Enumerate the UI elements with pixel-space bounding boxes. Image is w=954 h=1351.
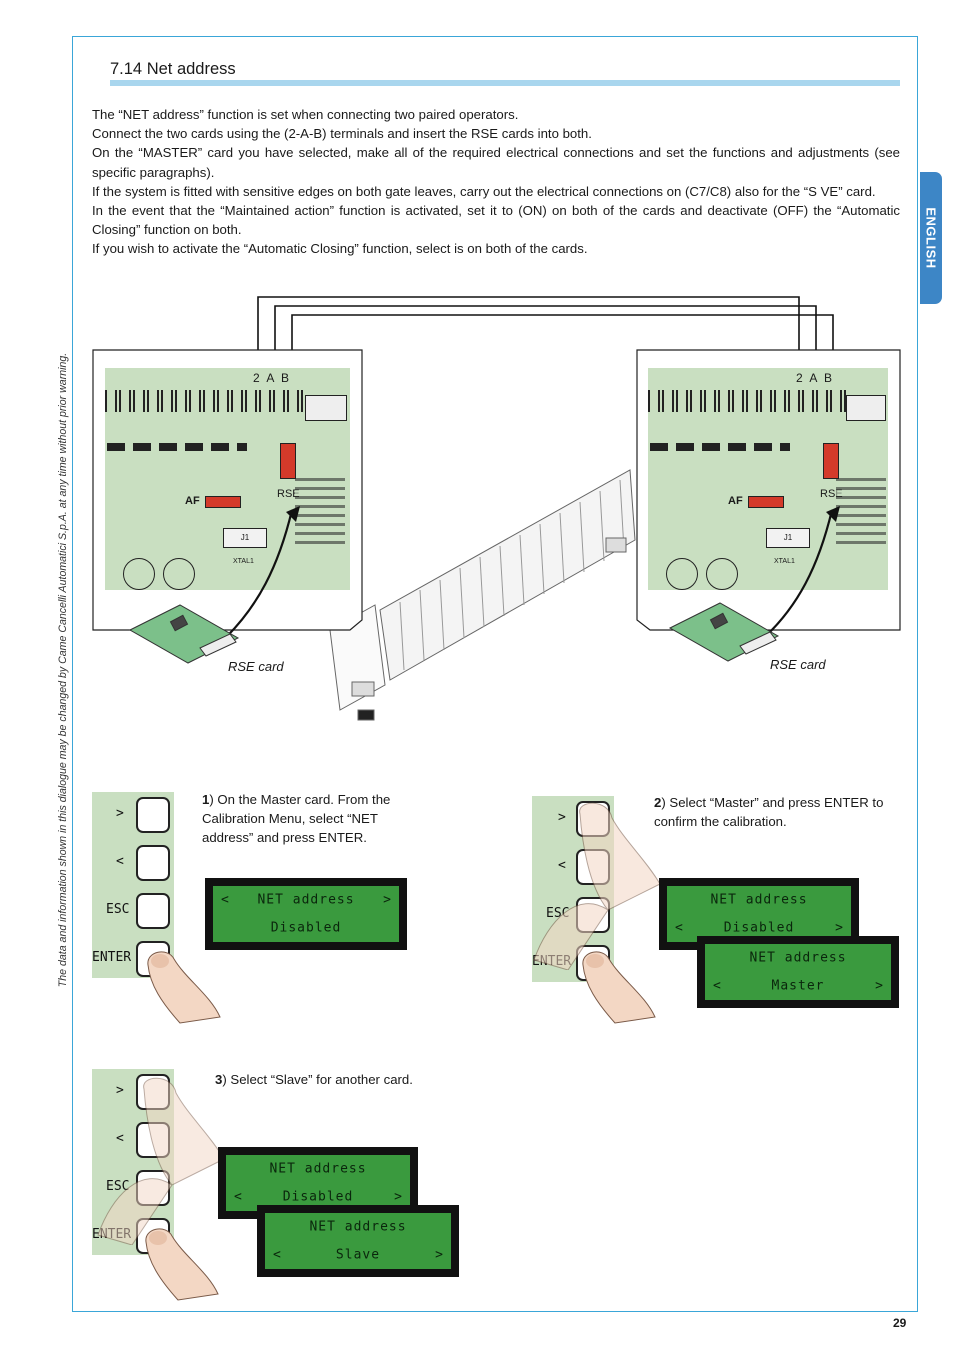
down-key[interactable] — [136, 845, 170, 881]
lcd-left-arrow: < — [273, 1247, 281, 1263]
step-number: 2 — [654, 795, 662, 810]
lcd-display-step2-front: NET address < Master > — [697, 936, 899, 1008]
key-label-up: > — [558, 810, 566, 825]
finger-press-enter-2 — [582, 951, 656, 1024]
finger-press-enter-1 — [147, 951, 221, 1024]
rse-card-label-left: RSE card — [228, 659, 284, 674]
key-label-up: > — [116, 1083, 124, 1098]
paragraph: On the “MASTER” card you have selected, … — [92, 145, 900, 180]
key-label-down: < — [116, 1131, 124, 1146]
step-number: 1 — [202, 792, 210, 807]
key-label-up: > — [116, 806, 124, 821]
esc-key[interactable] — [136, 893, 170, 929]
j1-jumper: J1 — [223, 528, 267, 548]
power-terminal — [305, 395, 347, 421]
terminal-block — [648, 390, 846, 412]
step-text: ) On the Master card. From the Calibrati… — [202, 792, 391, 845]
power-terminal — [846, 395, 886, 421]
xtal-label: XTAL1 — [233, 558, 254, 565]
lcd-display-step3-back: NET address < Disabled > — [218, 1147, 418, 1219]
rse-card-illustrations — [128, 506, 840, 664]
rse-connector — [280, 443, 296, 479]
lcd-left-arrow: < — [713, 978, 721, 994]
lcd-line1: NET address — [309, 1219, 407, 1235]
j1-label: J1 — [240, 533, 250, 542]
page-number: 29 — [893, 1316, 907, 1330]
language-tab-label: ENGLISH — [923, 207, 939, 269]
lcd-line2: Disabled — [270, 920, 342, 936]
lcd-line1: NET address — [257, 892, 355, 908]
af-connector — [748, 496, 784, 508]
control-board-right: 2 A B RSE AF J1 XTAL1 — [648, 368, 888, 590]
lcd-line1: NET address — [749, 950, 847, 966]
step-text: ) Select “Slave” for another card. — [222, 1072, 413, 1087]
component-block — [295, 478, 345, 548]
lcd-line2: Disabled — [723, 920, 795, 936]
lcd-line2: Slave — [335, 1247, 381, 1263]
finger-press-up-3 — [97, 1077, 225, 1245]
keypad-step1: > < ESC ENTER — [92, 792, 174, 978]
lcd-right-arrow: > — [383, 892, 391, 908]
key-label-down: < — [116, 854, 124, 869]
page-frame — [72, 36, 918, 1312]
j1-jumper: J1 — [766, 528, 810, 548]
section-title: 7.14 Net address — [110, 60, 236, 78]
af-label: AF — [728, 495, 743, 507]
lcd-line2: Disabled — [282, 1189, 354, 1205]
rse-label: RSE — [277, 488, 300, 500]
key-label-esc: ESC — [106, 1179, 130, 1194]
control-board-left: 2 A B RSE AF J1 XTAL1 — [105, 368, 350, 590]
lcd-right-arrow: > — [875, 978, 883, 994]
trimmer-1 — [123, 558, 155, 590]
lcd-left-arrow: < — [675, 920, 683, 936]
component-block — [836, 478, 886, 548]
lcd-right-arrow: > — [835, 920, 843, 936]
chip-row — [107, 443, 247, 451]
lcd-line2: Master — [771, 978, 825, 994]
terminal-block — [105, 390, 305, 412]
rse-connector — [823, 443, 839, 479]
lcd-line1: NET address — [710, 892, 808, 908]
chip-row — [650, 443, 790, 451]
trimmer-1 — [666, 558, 698, 590]
step2-caption: 2) Select “Master” and press ENTER to co… — [654, 793, 894, 831]
key-label-esc: ESC — [106, 902, 130, 917]
key-label-down: < — [558, 858, 566, 873]
lcd-right-arrow: > — [394, 1189, 402, 1205]
step3-caption: 3) Select “Slave” for another card. — [215, 1070, 475, 1089]
lcd-right-arrow: > — [435, 1247, 443, 1263]
lcd-left-arrow: < — [221, 892, 229, 908]
paragraph: In the event that the “Maintained action… — [92, 203, 900, 238]
paragraph: Connect the two cards using the (2-A-B) … — [92, 126, 592, 142]
trimmer-2 — [163, 558, 195, 590]
terminal-labels: 2 A B — [796, 371, 835, 385]
finger-press-enter-3 — [145, 1228, 219, 1301]
title-underline — [110, 80, 900, 86]
finger-press-down-2 — [533, 802, 661, 970]
language-tab[interactable]: ENGLISH — [920, 172, 942, 304]
lcd-display-step3-front: NET address < Slave > — [257, 1205, 459, 1277]
step-number: 3 — [215, 1072, 223, 1087]
lcd-display-step1: < NET address > Disabled — [205, 878, 407, 950]
rse-card-label-right: RSE card — [770, 657, 826, 672]
intro-text: The “NET address” function is set when c… — [92, 105, 900, 259]
lcd-line1: NET address — [269, 1161, 367, 1177]
xtal-label: XTAL1 — [774, 558, 795, 565]
step-text: ) Select “Master” and press ENTER to con… — [654, 795, 884, 829]
paragraph: The “NET address” function is set when c… — [92, 107, 519, 122]
key-label-enter: ENTER — [92, 950, 132, 965]
j1-label: J1 — [783, 533, 793, 542]
disclaimer: The data and information shown in this d… — [57, 352, 69, 988]
lcd-left-arrow: < — [234, 1189, 242, 1205]
af-label: AF — [185, 495, 200, 507]
step1-caption: 1) On the Master card. From the Calibrat… — [202, 790, 432, 847]
trimmer-2 — [706, 558, 738, 590]
paragraph: If you wish to activate the “Automatic C… — [92, 241, 588, 257]
up-key[interactable] — [136, 797, 170, 833]
af-connector — [205, 496, 241, 508]
terminal-labels: 2 A B — [253, 371, 292, 385]
paragraph: If the system is fitted with sensitive e… — [92, 183, 876, 199]
